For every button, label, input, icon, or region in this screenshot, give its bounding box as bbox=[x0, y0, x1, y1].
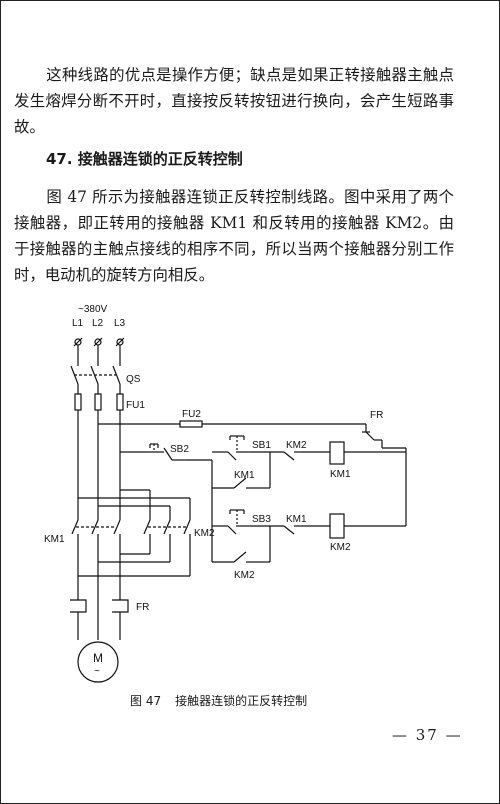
fr-thermal-elements bbox=[70, 599, 129, 613]
sb1-forward-button bbox=[227, 435, 250, 461]
sb2-stop-button bbox=[148, 443, 186, 461]
km2-main-label: KM2 bbox=[194, 528, 215, 539]
phase-label-l3: L3 bbox=[114, 318, 126, 329]
km1-interlock bbox=[283, 525, 302, 535]
km2-hold-contact bbox=[233, 551, 254, 563]
circuit-diagram: ~380V L1 L2 L3 QS FU1 FU2 bbox=[44, 304, 407, 683]
figure-caption: 图 47 接触器连锁的正反转控制 bbox=[130, 692, 321, 709]
caption-number: 图 47 bbox=[130, 694, 162, 708]
km2-coil bbox=[329, 513, 345, 539]
km1-coil bbox=[329, 441, 345, 465]
phase-terminals bbox=[73, 337, 125, 347]
sb3-reverse-button bbox=[227, 509, 250, 535]
km1-main-contacts bbox=[71, 519, 121, 535]
fu1-fuses bbox=[74, 393, 124, 411]
caption-title: 接触器连锁的正反转控制 bbox=[175, 694, 308, 708]
page-number: — 37 — bbox=[392, 726, 463, 744]
fu2-fuse bbox=[179, 420, 203, 428]
km1-hold-label: KM1 bbox=[234, 470, 255, 481]
phase-label-l2: L2 bbox=[92, 318, 104, 329]
qs-label: QS bbox=[126, 374, 141, 385]
km1-main-label: KM1 bbox=[44, 534, 65, 545]
km1-coil-label: KM1 bbox=[330, 469, 351, 480]
section-heading: 47. 接触器连锁的正反转控制 bbox=[46, 150, 243, 168]
km1-hold-contact bbox=[233, 477, 254, 489]
paragraph-2: 图 47 所示为接触器连锁正反转控制线路。图中采用了两个接触器，即正转用的接触器… bbox=[14, 188, 454, 284]
km2-interlock-label: KM2 bbox=[286, 440, 307, 451]
fu1-label: FU1 bbox=[126, 400, 145, 411]
km1-interlock-label: KM1 bbox=[286, 514, 307, 525]
fu2-label: FU2 bbox=[182, 409, 201, 420]
sb1-label: SB1 bbox=[252, 440, 271, 451]
km2-coil-label: KM2 bbox=[330, 542, 351, 553]
sb2-label: SB2 bbox=[170, 444, 189, 455]
motor-symbol: ~ bbox=[94, 666, 100, 677]
km2-main-contacts bbox=[143, 519, 191, 535]
qs-switch bbox=[70, 365, 121, 385]
fr-label: FR bbox=[370, 410, 383, 421]
motor-label: M bbox=[93, 651, 103, 665]
km2-hold-label: KM2 bbox=[234, 570, 255, 581]
fr-contact bbox=[362, 424, 383, 448]
motor bbox=[77, 641, 119, 683]
phase-label-l1: L1 bbox=[72, 318, 84, 329]
km2-interlock bbox=[283, 451, 302, 461]
fr-thermal-label: FR bbox=[136, 602, 149, 613]
sb3-label: SB3 bbox=[252, 514, 271, 525]
voltage-label: ~380V bbox=[78, 304, 108, 315]
paragraph-1: 这种线路的优点是操作方便；缺点是如果正转接触器主触点发生熔焊分断不开时，直接按反… bbox=[14, 66, 454, 136]
